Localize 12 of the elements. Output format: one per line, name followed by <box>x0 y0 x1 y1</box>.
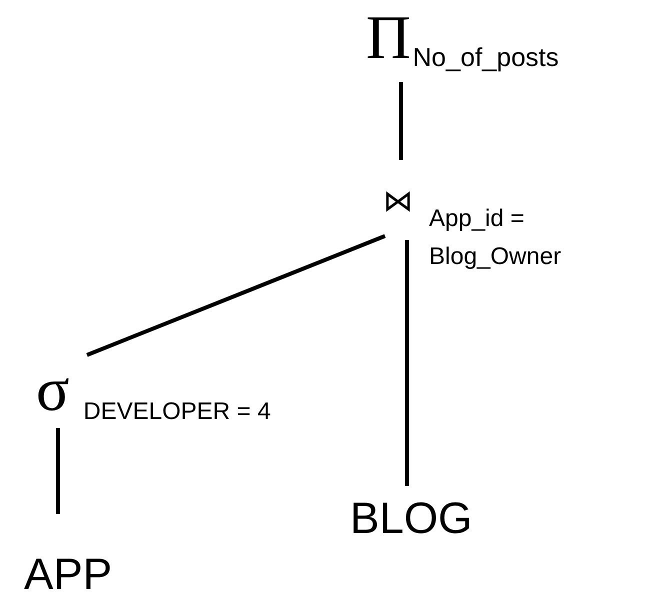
operator-condition: App_id = Blog_Owner <box>428 204 562 272</box>
relation-name: BLOG <box>350 494 472 544</box>
operator-condition: No_of_posts <box>412 41 559 74</box>
operator-symbol: ⋈ <box>383 184 413 220</box>
tree-edge <box>399 82 403 160</box>
operator-symbol: Π <box>366 8 411 68</box>
tree-edge <box>56 428 60 514</box>
tree-edge <box>405 240 409 486</box>
tree-edge <box>86 234 386 357</box>
operator-symbol: σ <box>36 360 70 420</box>
operator-condition: DEVELOPER = 4 <box>82 397 272 427</box>
relation-name: APP <box>24 550 112 600</box>
